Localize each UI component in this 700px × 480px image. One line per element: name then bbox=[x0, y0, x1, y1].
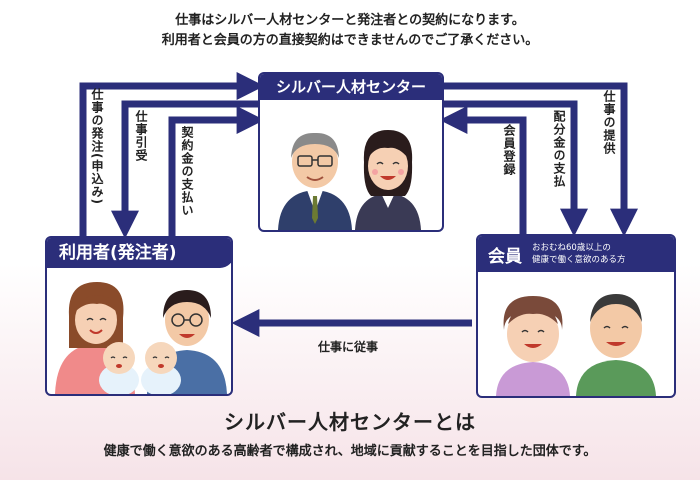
member-subtitle: おおむね60歳以上の 健康で働く意欲のある方 bbox=[532, 242, 626, 266]
staff-illustration bbox=[278, 130, 421, 230]
member-box: 会員 おおむね60歳以上の 健康で働く意欲のある方 bbox=[476, 234, 676, 398]
member-subtitle-line2: 健康で働く意欲のある方 bbox=[532, 255, 626, 265]
label-engage: 仕事に従事 bbox=[318, 340, 379, 354]
elderly-woman-figure bbox=[496, 296, 570, 396]
label-register: 会員登録 bbox=[502, 124, 516, 176]
label-accept: 仕事引受 bbox=[134, 110, 148, 162]
label-order: 仕事の発注(申込み) bbox=[90, 88, 104, 205]
baby-left-figure bbox=[99, 342, 139, 394]
member-subtitle-line1: おおむね60歳以上の bbox=[532, 243, 611, 253]
label-provide: 仕事の提供 bbox=[602, 90, 616, 155]
family-illustration bbox=[55, 282, 227, 394]
arrow-register bbox=[439, 106, 527, 236]
notice-line-1: 仕事はシルバー人材センターと発注者との契約になります。 bbox=[175, 13, 525, 28]
member-title: 会員 bbox=[488, 246, 522, 267]
staff-woman-figure bbox=[355, 130, 421, 230]
arrow-provide bbox=[444, 82, 638, 237]
label-distribution: 配分金の支払 bbox=[552, 110, 566, 188]
notice-line-2: 利用者と会員の方の直接契約はできませんのでご了承ください。 bbox=[161, 33, 539, 48]
label-payment: 契約金の支払い bbox=[180, 126, 194, 217]
arrow-distribution bbox=[444, 100, 588, 237]
arrow-order bbox=[79, 72, 265, 236]
user-box: 利用者(発注者) bbox=[45, 236, 233, 396]
user-title: 利用者(発注者) bbox=[47, 238, 231, 268]
silver-center-title: シルバー人材センター bbox=[260, 74, 442, 100]
silver-center-box: シルバー人材センター bbox=[258, 72, 444, 232]
arrow-payment bbox=[168, 106, 265, 236]
arrow-accept bbox=[111, 100, 258, 239]
about-heading: シルバー人材センターとは bbox=[224, 410, 476, 434]
staff-man-figure bbox=[278, 132, 352, 230]
baby-right-figure bbox=[141, 342, 181, 394]
about-description: 健康で働く意欲のある高齢者で構成され、地域に貢献することを目指した団体です。 bbox=[103, 444, 597, 459]
member-header: 会員 おおむね60歳以上の 健康で働く意欲のある方 bbox=[478, 236, 674, 272]
elderly-man-figure bbox=[576, 294, 656, 396]
elderly-illustration bbox=[496, 294, 656, 396]
